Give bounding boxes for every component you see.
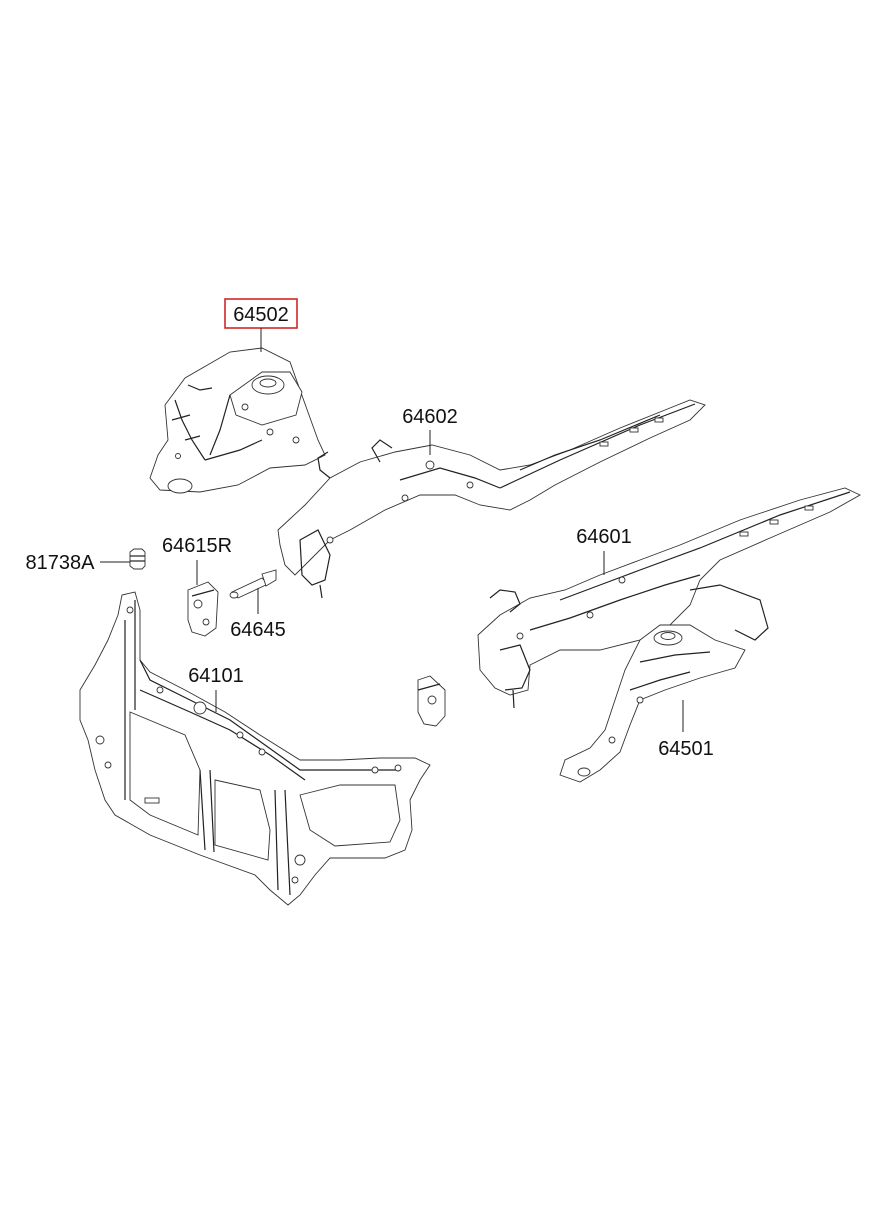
part-number-64602[interactable]: 64602 [402, 406, 458, 428]
part-number-64501[interactable]: 64501 [658, 738, 714, 760]
center-bracket-drawing [417, 675, 446, 727]
part-81738A-drawing[interactable] [129, 548, 146, 570]
part-64601-drawing[interactable] [477, 487, 861, 709]
label-64602[interactable]: 64602 [402, 406, 458, 455]
label-64601[interactable]: 64601 [576, 526, 632, 575]
part-64501-drawing[interactable] [559, 624, 746, 783]
label-64501[interactable]: 64501 [658, 700, 714, 760]
part-64101-drawing[interactable] [79, 591, 431, 906]
label-64645[interactable]: 64645 [230, 588, 286, 641]
part-number-64601[interactable]: 64601 [576, 526, 632, 548]
part-number-64502[interactable]: 64502 [233, 304, 289, 326]
part-64602-drawing[interactable] [277, 399, 706, 599]
part-number-81738A[interactable]: 81738A [26, 552, 96, 574]
label-64502[interactable]: 64502 [224, 298, 298, 352]
part-number-64615R[interactable]: 64615R [162, 535, 232, 557]
part-number-64645[interactable]: 64645 [230, 619, 286, 641]
label-64615R[interactable]: 64615R [162, 535, 232, 585]
part-number-64101[interactable]: 64101 [188, 665, 244, 687]
part-64645-drawing[interactable] [229, 569, 277, 599]
part-64615R-drawing[interactable] [187, 581, 219, 637]
label-64101[interactable]: 64101 [188, 665, 244, 712]
label-81738A[interactable]: 81738A [26, 552, 130, 574]
part-64502-drawing[interactable] [149, 347, 326, 494]
